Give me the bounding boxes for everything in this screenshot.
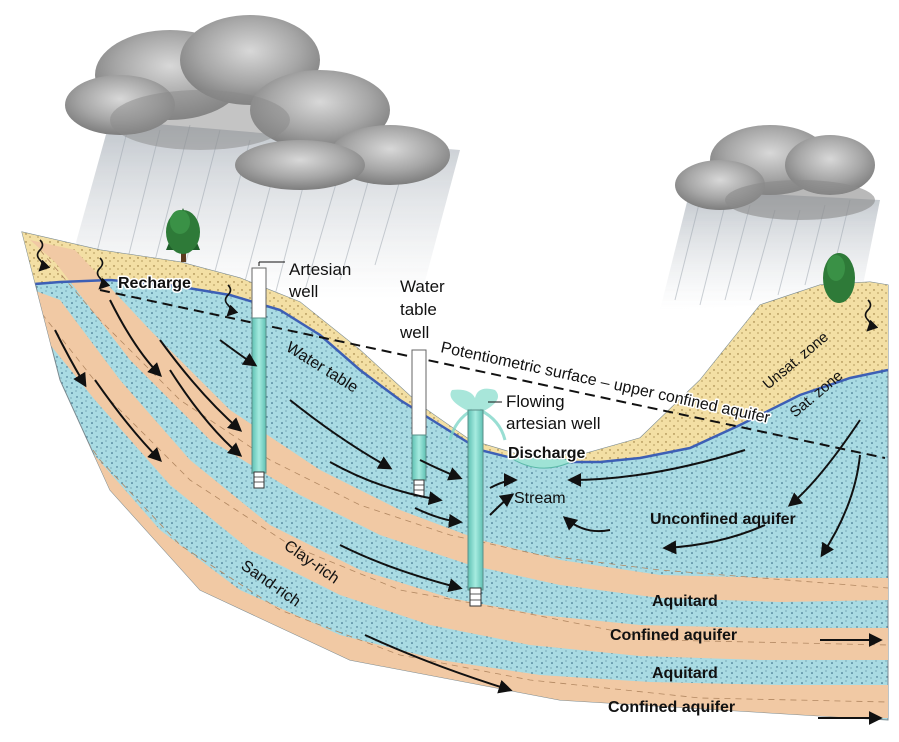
aquitard-upper-label: Aquitard	[652, 593, 718, 610]
clay-band-1	[30, 240, 888, 602]
flowing-artesian-well	[448, 388, 507, 607]
stream-label: Stream	[514, 490, 566, 507]
recharge-squiggles	[36, 239, 879, 332]
flowing-artesian-label-2: artesian well	[506, 414, 601, 433]
cloud-right	[675, 125, 875, 220]
confined-aquifer-lower-label: Confined aquifer	[608, 699, 735, 716]
water-table-well-label-2: table	[400, 300, 437, 319]
tree-right	[823, 253, 855, 303]
aquitard-lower-label: Aquitard	[652, 665, 718, 682]
flow-arrows	[54, 299, 883, 725]
confined-aquifer-upper-label: Confined aquifer	[610, 627, 737, 644]
stream	[506, 455, 577, 469]
aquitard-upper	[22, 285, 888, 660]
artesian-well-label-2: well	[288, 282, 318, 301]
potentiometric-surface-line	[99, 289, 886, 459]
water-table-well-label-1: Water	[400, 277, 445, 296]
recharge-label: Recharge	[118, 275, 191, 292]
flowing-artesian-label-1: Flowing	[506, 392, 565, 411]
artesian-well-label-1: Artesian	[289, 260, 351, 279]
water-table-line	[22, 278, 888, 464]
water-table-well-label-3: well	[399, 323, 429, 342]
unsaturated-zone	[22, 232, 888, 462]
cloud-left	[65, 15, 450, 190]
discharge-label: Discharge	[508, 445, 585, 462]
tree-left	[166, 208, 200, 262]
water-table-well	[411, 349, 427, 497]
unconfined-aquifer-label: Unconfined aquifer	[650, 511, 796, 528]
